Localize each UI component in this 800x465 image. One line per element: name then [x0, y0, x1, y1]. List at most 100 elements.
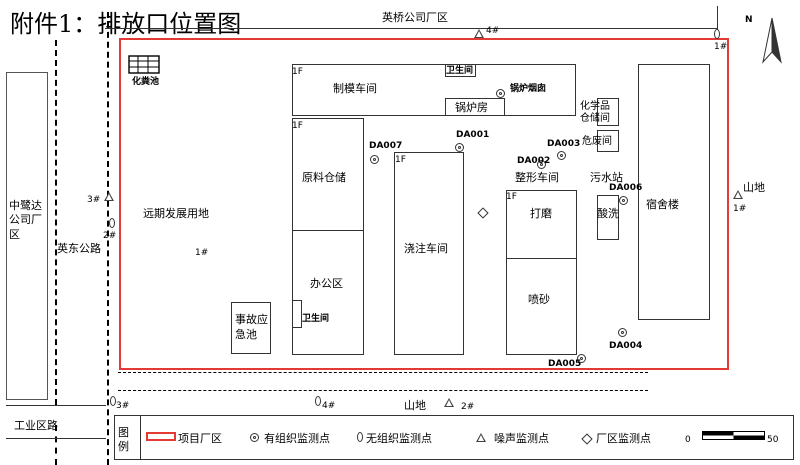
casting-shop-block	[394, 152, 464, 355]
outlet-da004-icon	[618, 328, 627, 337]
scale-bar-icon	[702, 431, 765, 440]
legend-organized-icon	[250, 433, 259, 442]
east-mountain-label: 山地	[743, 181, 765, 194]
outlet-da005-icon	[577, 354, 586, 363]
grinding-floor-label: 1F	[506, 192, 517, 202]
office-block	[292, 230, 364, 355]
legend-boundary-label: 项目厂区	[178, 432, 222, 445]
mold-shop-block	[292, 64, 576, 116]
casting-shop-label: 浇注车间	[404, 242, 448, 255]
fugitive-point-1-icon	[714, 29, 720, 39]
blasting-label: 喷砂	[528, 293, 550, 306]
outlet-da001-icon	[455, 143, 464, 152]
west-road-line-c	[55, 425, 57, 465]
fugitive-3-label: 3#	[116, 401, 130, 411]
west-road-line-a	[55, 40, 57, 405]
dormitory-block	[638, 64, 710, 320]
scale-end-label: 50	[767, 435, 779, 445]
emergency-pool-label: 事故应急池	[235, 313, 268, 342]
outlet-da002-label: DA002	[517, 156, 551, 166]
south-road-label: 工业区路	[14, 419, 58, 432]
mold-floor-label: 1F	[292, 67, 303, 77]
noise-point-east-icon	[733, 190, 743, 199]
fugitive-2-label: 2#	[103, 231, 117, 241]
west-road-label: 英东公路	[57, 242, 101, 255]
emergency-pool-block	[231, 302, 271, 354]
noise-point-south-icon	[444, 398, 454, 407]
outlet-da003-icon	[557, 151, 566, 160]
toilet-1-label: 卫生间	[446, 66, 474, 76]
legend-plant-label: 厂区监测点	[596, 432, 651, 445]
mold-shop-label: 制模车间	[333, 82, 377, 95]
septic-tank-icon	[128, 55, 160, 74]
future-land-label: 远期发展用地	[143, 207, 209, 220]
south-road-line-2	[6, 438, 106, 439]
outlet-da006-icon	[619, 196, 628, 205]
outlet-da007-icon	[370, 155, 379, 164]
noise-north-label: 4#	[486, 26, 500, 36]
outlet-da003-label: DA003	[547, 139, 581, 149]
toilet-1-block	[445, 64, 476, 77]
boiler-room-label: 锅炉房	[455, 101, 488, 114]
north-neighbor-label: 英桥公司厂区	[382, 11, 448, 24]
south-road-line	[6, 405, 106, 406]
noise-point-north-icon	[474, 29, 484, 38]
north-arrow-icon	[762, 17, 782, 64]
neighbor-company-block	[6, 72, 48, 400]
internal-road-line-1	[118, 372, 648, 373]
boiler-room-block	[445, 98, 505, 116]
page-title: 附件1：排放口位置图	[10, 10, 242, 38]
shaping-label: 整形车间	[515, 171, 559, 184]
noise-south-label: 2#	[461, 402, 475, 412]
fugitive-point-4-icon	[315, 396, 321, 406]
raw-store-label: 原料仓储	[302, 171, 346, 184]
internal-road-line-2	[118, 390, 648, 391]
legend-divider	[140, 415, 141, 460]
chem-store-block	[597, 98, 619, 126]
raw-floor-label: 1F	[292, 121, 303, 131]
outlet-da005-label: DA005	[548, 359, 582, 369]
outlet-da006-label: DA006	[609, 183, 643, 193]
hazard-room-label: 危废间	[582, 136, 612, 147]
west-company-label: 中鹭达公司厂区	[9, 199, 42, 241]
fugitive-point-2-icon	[109, 218, 115, 228]
fugitive-point-3-icon	[110, 396, 116, 406]
plant-point-label: 1#	[195, 248, 209, 258]
grinding-label: 打磨	[530, 207, 552, 220]
office-label: 办公区	[310, 277, 343, 290]
chimney-point-icon	[496, 89, 505, 98]
outlet-da007-label: DA007	[369, 141, 403, 151]
legend-unorganized-icon	[357, 432, 363, 442]
outlet-da001-label: DA001	[456, 130, 490, 140]
noise-east-label: 1#	[733, 204, 747, 214]
outlet-da004-label: DA004	[609, 341, 643, 351]
south-mountain-label: 山地	[404, 399, 426, 412]
grinding-divider	[506, 258, 577, 259]
fugitive-1-label: 1#	[714, 42, 728, 52]
north-boundary-line	[105, 28, 717, 29]
pickling-label: 酸洗	[597, 207, 619, 220]
west-road-line-b	[107, 12, 109, 465]
sewage-label: 污水站	[590, 171, 623, 184]
legend-noise-icon	[476, 433, 486, 442]
casting-floor-label: 1F	[395, 155, 406, 165]
toilet-2-block	[292, 300, 302, 328]
noise-point-west-icon	[104, 192, 114, 201]
north-east-line	[717, 6, 718, 30]
toilet-2-label: 卫生间	[302, 314, 330, 324]
fugitive-4-label: 4#	[322, 401, 336, 411]
scale-start-label: 0	[685, 435, 691, 445]
pickling-block	[597, 195, 619, 240]
legend-organized-label: 有组织监测点	[264, 432, 330, 445]
north-label: N	[745, 15, 753, 25]
dormitory-label: 宿舍楼	[646, 198, 679, 211]
outlet-da002-icon	[537, 160, 546, 169]
hazard-room-block	[597, 130, 619, 152]
grinding-blasting-block	[506, 190, 577, 355]
project-boundary	[119, 38, 729, 370]
legend-title: 图例	[118, 426, 129, 454]
legend-box	[114, 415, 794, 460]
septic-label: 化粪池	[132, 77, 160, 87]
boiler-chimney-label: 锅炉烟囱	[510, 84, 547, 94]
noise-west-label: 3#	[87, 195, 101, 205]
